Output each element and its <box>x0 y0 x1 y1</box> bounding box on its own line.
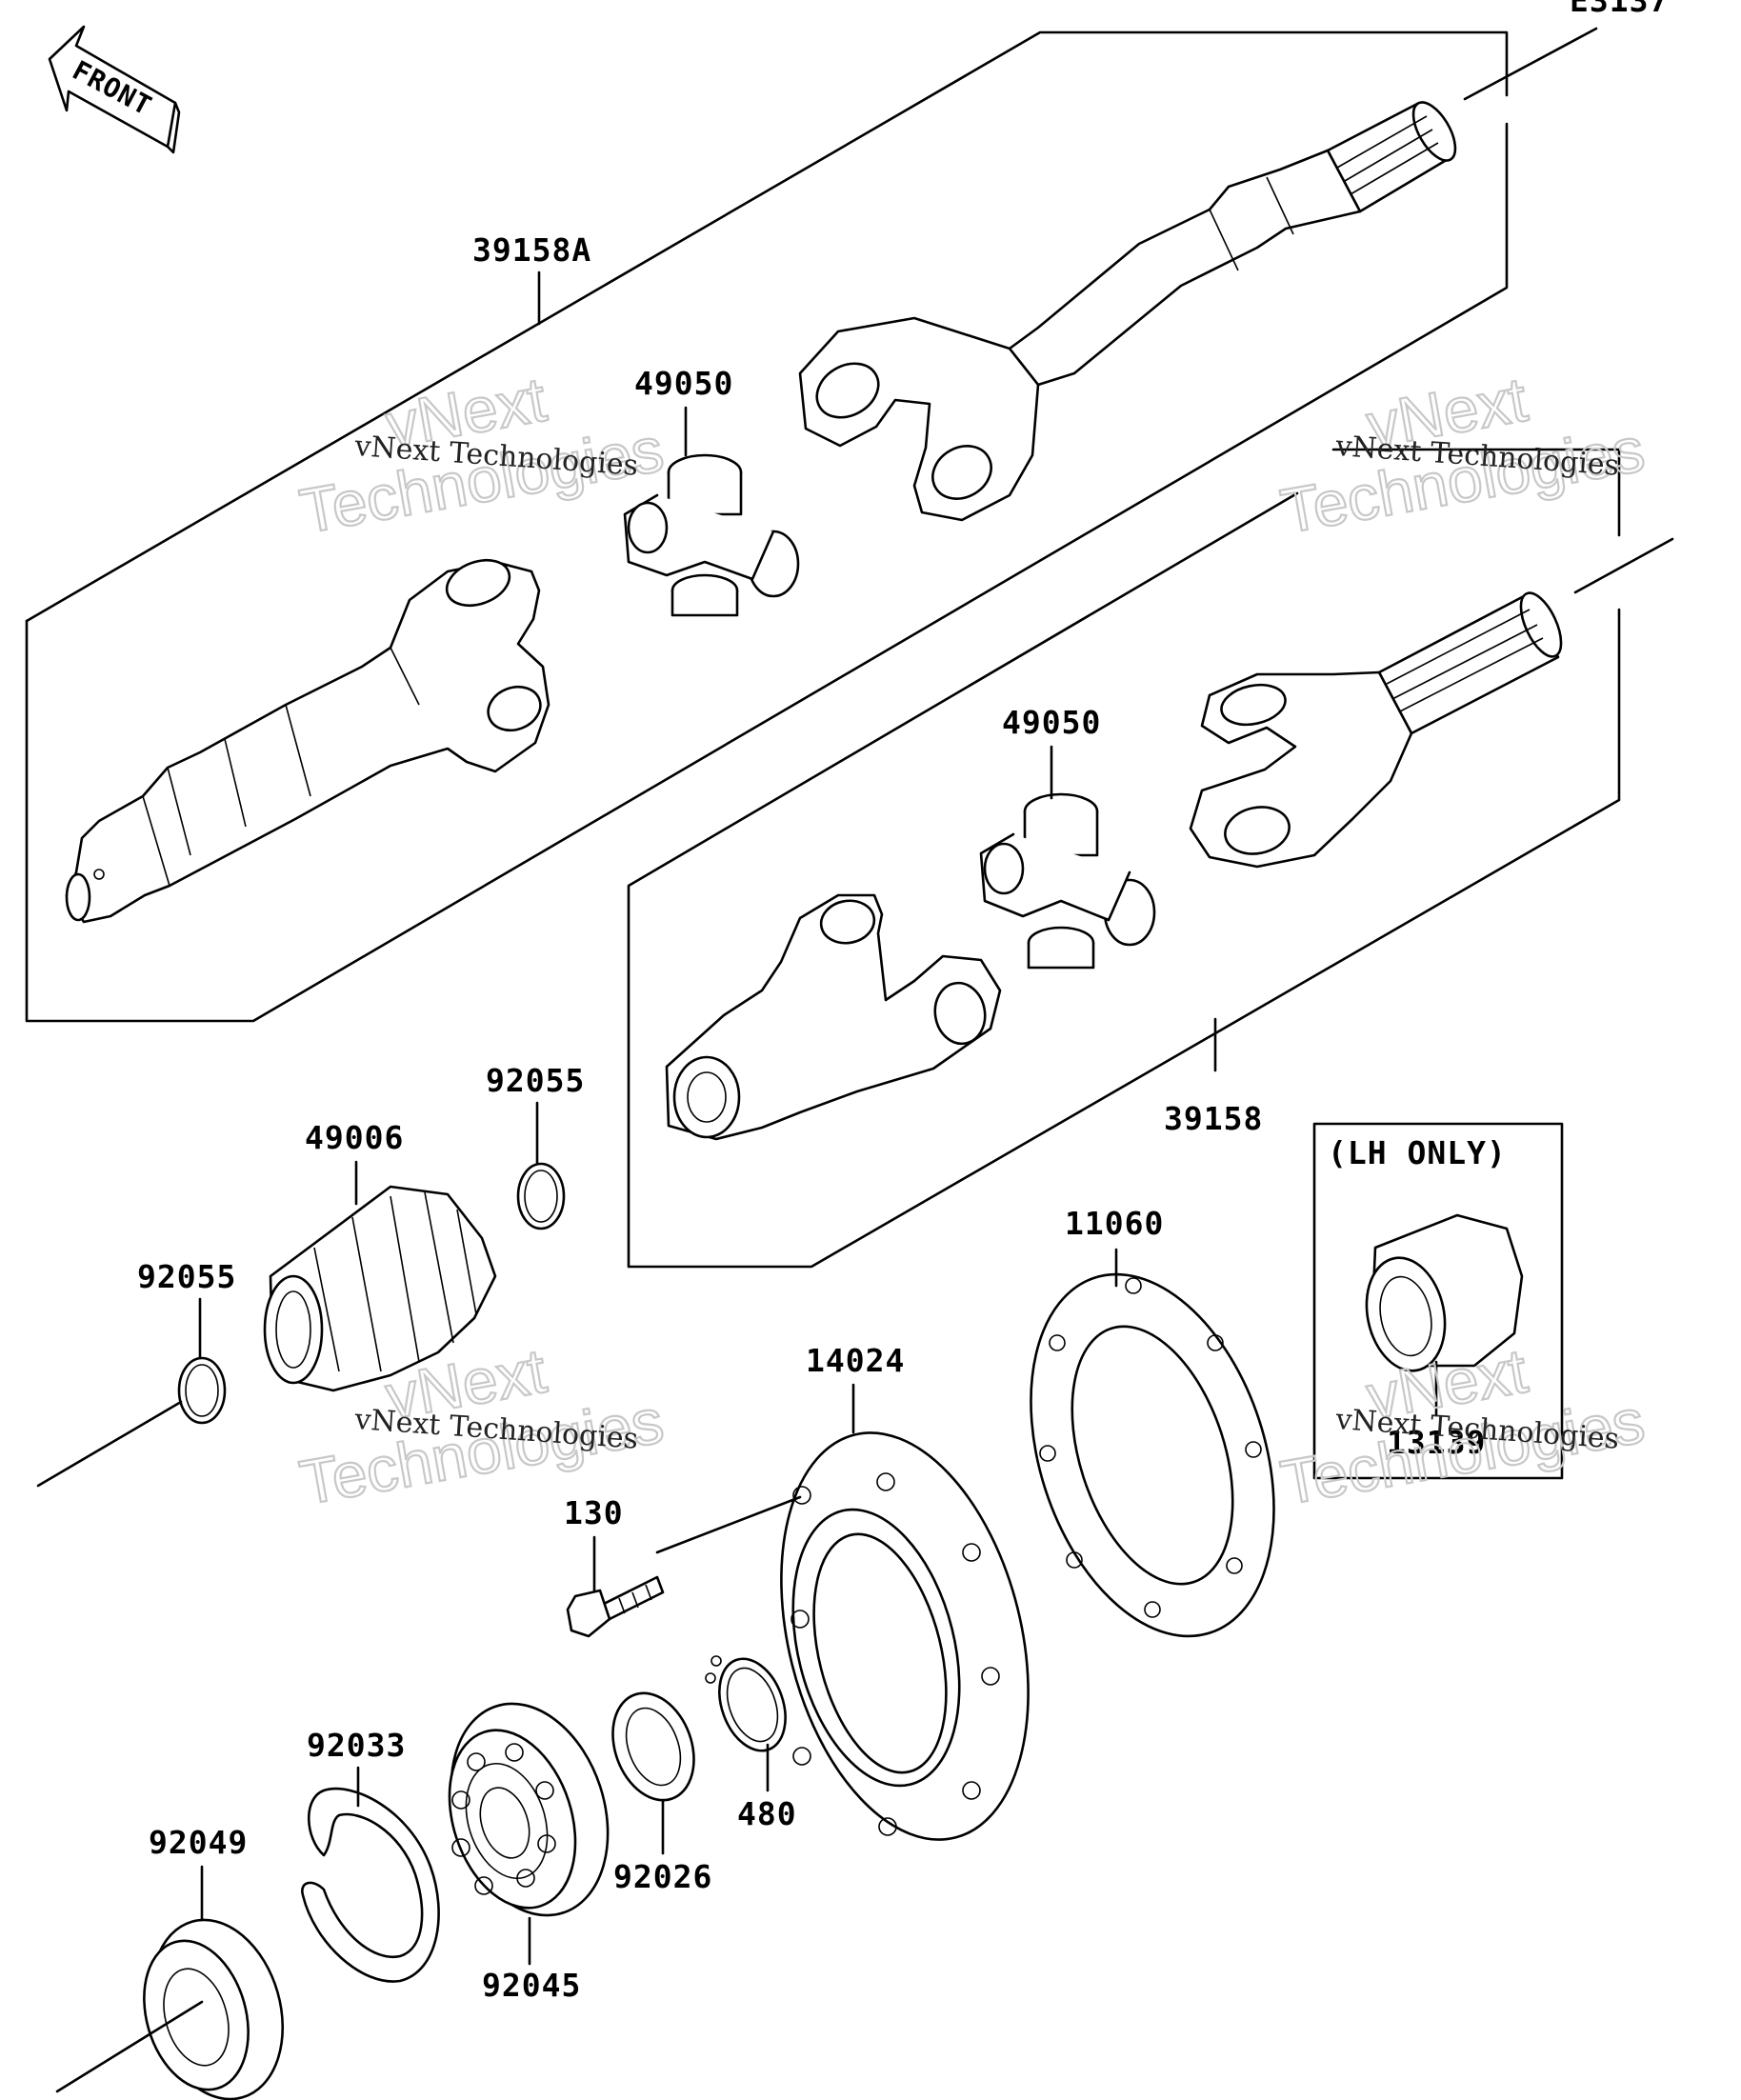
housing-drawing <box>655 1431 1030 1841</box>
label-snap-ring: 480 <box>737 1795 797 1832</box>
label-ujoint-upper: 49050 <box>634 365 733 402</box>
centerline-left <box>36 1400 183 1488</box>
spacer-inner <box>625 1707 682 1787</box>
lh-only-box: (LH ONLY) <box>1312 1122 1564 1480</box>
shaft-front-drawing <box>65 101 1457 924</box>
label-boot: 49006 <box>305 1119 404 1156</box>
oil-seal-drawing <box>55 1918 285 2100</box>
label-bolt: 130 <box>564 1494 624 1531</box>
label-shaft-rear: 39158 <box>1164 1100 1263 1137</box>
watermark-1: vNext Technologies vNext Technologies <box>293 363 669 548</box>
band-lower-drawing <box>177 1356 227 1425</box>
leader-lines <box>198 270 1438 1966</box>
front-arrow-icon: FRONT <box>48 25 181 154</box>
ujoint-upper-drawing <box>623 453 800 617</box>
label-circlip: 92033 <box>307 1727 406 1764</box>
label-lh-collar: 13139 <box>1387 1424 1486 1461</box>
label-shaft-front: 39158A <box>472 231 591 269</box>
diagram-code: E3137 <box>1570 0 1669 19</box>
label-ujoint-lower: 49050 <box>1002 704 1101 741</box>
label-spacer: 92026 <box>613 1858 712 1895</box>
bearing-drawing <box>448 1702 610 1917</box>
bolt-drawing <box>566 1575 665 1638</box>
shaft-rear-drawing <box>665 591 1563 1141</box>
ujoint-lower-drawing <box>979 792 1156 970</box>
spacer-drawing <box>611 1691 695 1802</box>
label-band-lower: 92055 <box>137 1258 236 1295</box>
front-label: FRONT <box>68 54 157 122</box>
label-housing: 14024 <box>806 1342 905 1379</box>
boot-drawing <box>263 1185 497 1392</box>
packing-drawing <box>1030 1272 1275 1638</box>
frame-shaft-front <box>25 27 1598 1023</box>
lh-only-label: (LH ONLY) <box>1328 1134 1507 1171</box>
band-lower-inner <box>185 1364 219 1417</box>
snap-ring-drawing <box>705 1655 787 1752</box>
circlip-drawing <box>301 1787 440 1983</box>
band-upper-inner <box>524 1170 558 1223</box>
label-bearing: 92045 <box>482 1967 581 2004</box>
label-band-upper: 92055 <box>486 1062 585 1099</box>
watermark-4: vNext Technologies vNext Technologies <box>1274 1334 1650 1519</box>
frame-shaft-rear <box>627 448 1674 1269</box>
label-oil-seal: 92049 <box>149 1824 248 1861</box>
band-upper-drawing <box>516 1162 566 1230</box>
label-packing: 11060 <box>1065 1205 1164 1242</box>
